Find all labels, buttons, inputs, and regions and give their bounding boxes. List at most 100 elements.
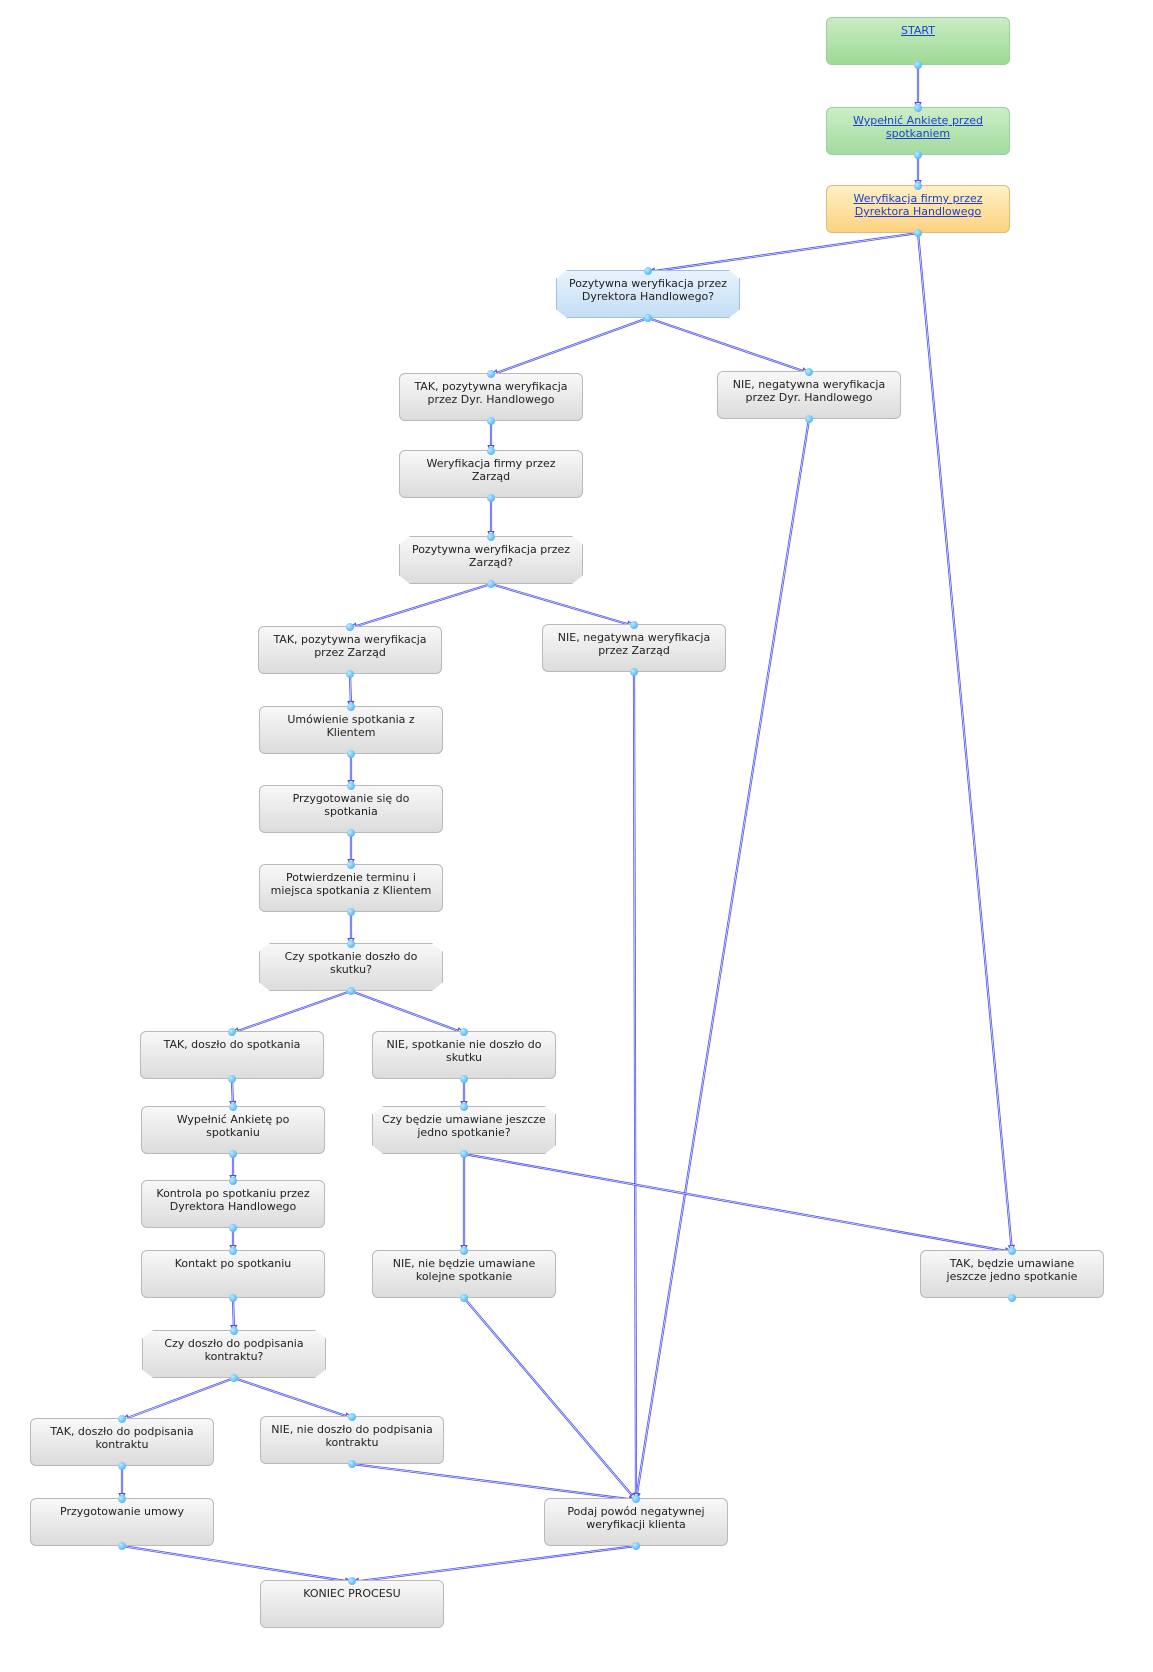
process-node-n28[interactable]: KONIEC PROCESU xyxy=(260,1580,444,1628)
port-in-n19[interactable] xyxy=(229,1177,237,1185)
port-out-n25[interactable] xyxy=(348,1460,356,1468)
port-in-n16[interactable] xyxy=(460,1028,468,1036)
edge-n26-n28[interactable] xyxy=(121,1544,354,1585)
port-out-n9[interactable] xyxy=(346,670,354,678)
port-out-n7[interactable] xyxy=(487,494,495,502)
edge-n23-n24[interactable] xyxy=(120,1376,235,1422)
process-node-n2[interactable]: Wypełnić Ankietę przed spotkaniem xyxy=(826,107,1010,155)
port-out-n16[interactable] xyxy=(460,1075,468,1083)
port-in-n23[interactable] xyxy=(230,1327,238,1335)
process-node-n12[interactable]: Przygotowanie się do spotkania xyxy=(259,785,443,833)
process-node-n22[interactable]: TAK, będzie umawiane jeszcze jedno spotk… xyxy=(920,1250,1104,1298)
decision-node-n18[interactable]: Czy będzie umawiane jeszcze jedno spotka… xyxy=(372,1106,556,1154)
port-out-n22[interactable] xyxy=(1008,1294,1016,1302)
process-node-n20[interactable]: Kontakt po spotkaniu xyxy=(141,1250,325,1298)
port-out-n10[interactable] xyxy=(630,668,638,676)
edge-n18-n21[interactable] xyxy=(460,1154,468,1254)
node-label[interactable]: Weryfikacja firmy przez Dyrektora Handlo… xyxy=(853,192,983,218)
port-in-n8[interactable] xyxy=(487,533,495,541)
port-out-n14[interactable] xyxy=(347,987,355,995)
decision-node-n14[interactable]: Czy spotkanie doszło do skutku? xyxy=(259,943,443,991)
process-node-n10[interactable]: NIE, negatywna weryfikacja przez Zarząd xyxy=(542,624,726,672)
port-in-n9[interactable] xyxy=(346,623,354,631)
edge-n3-n4[interactable] xyxy=(646,231,919,275)
port-in-n14[interactable] xyxy=(347,940,355,948)
port-out-n19[interactable] xyxy=(229,1224,237,1232)
port-in-n24[interactable] xyxy=(118,1415,126,1423)
process-node-n21[interactable]: NIE, nie będzie umawiane kolejne spotkan… xyxy=(372,1250,556,1298)
port-out-n4[interactable] xyxy=(644,314,652,322)
process-node-n9[interactable]: TAK, pozytywna weryfikacja przez Zarząd xyxy=(258,626,442,674)
port-out-n8[interactable] xyxy=(487,580,495,588)
port-in-n12[interactable] xyxy=(347,782,355,790)
edge-n8-n9[interactable] xyxy=(348,582,492,630)
port-out-n21[interactable] xyxy=(460,1294,468,1302)
edge-n14-n16[interactable] xyxy=(350,989,466,1035)
port-in-n6[interactable] xyxy=(805,368,813,376)
process-node-n5[interactable]: TAK, pozytywna weryfikacja przez Dyr. Ha… xyxy=(399,373,583,421)
edge-n25-n27[interactable] xyxy=(351,1462,638,1503)
edge-n23-n25[interactable] xyxy=(233,1376,354,1420)
decision-node-n4[interactable]: Pozytywna weryfikacja przez Dyrektora Ha… xyxy=(556,270,740,318)
port-out-n23[interactable] xyxy=(230,1374,238,1382)
port-out-n1[interactable] xyxy=(914,61,922,69)
port-out-n17[interactable] xyxy=(229,1150,237,1158)
port-in-n4[interactable] xyxy=(644,267,652,275)
edge-n21-n27[interactable] xyxy=(463,1297,637,1502)
edge-n18-n22[interactable] xyxy=(463,1152,1014,1255)
port-in-n26[interactable] xyxy=(118,1495,126,1503)
edge-n6-n27[interactable] xyxy=(633,418,811,1502)
port-in-n17[interactable] xyxy=(229,1103,237,1111)
port-in-n13[interactable] xyxy=(347,861,355,869)
process-node-n6[interactable]: NIE, negatywna weryfikacja przez Dyr. Ha… xyxy=(717,371,901,419)
port-out-n15[interactable] xyxy=(228,1075,236,1083)
port-out-n6[interactable] xyxy=(805,415,813,423)
process-node-n24[interactable]: TAK, doszło do podpisania kontraktu xyxy=(30,1418,214,1466)
node-label[interactable]: START xyxy=(901,24,935,37)
port-out-n13[interactable] xyxy=(347,908,355,916)
port-in-n21[interactable] xyxy=(460,1247,468,1255)
edge-n3-n22[interactable] xyxy=(916,232,1015,1254)
port-out-n24[interactable] xyxy=(118,1462,126,1470)
port-out-n11[interactable] xyxy=(347,750,355,758)
process-node-n7[interactable]: Weryfikacja firmy przez Zarząd xyxy=(399,450,583,498)
port-in-n28[interactable] xyxy=(348,1577,356,1585)
port-in-n27[interactable] xyxy=(632,1495,640,1503)
decision-node-n23[interactable]: Czy doszło do podpisania kontraktu? xyxy=(142,1330,326,1378)
process-node-n17[interactable]: Wypełnić Ankietę po spotkaniu xyxy=(141,1106,325,1154)
process-node-n11[interactable]: Umówienie spotkania z Klientem xyxy=(259,706,443,754)
port-out-n3[interactable] xyxy=(914,229,922,237)
port-out-n2[interactable] xyxy=(914,151,922,159)
port-out-n20[interactable] xyxy=(229,1294,237,1302)
port-in-n7[interactable] xyxy=(487,447,495,455)
process-node-n15[interactable]: TAK, doszło do spotkania xyxy=(140,1031,324,1079)
port-in-n22[interactable] xyxy=(1008,1247,1016,1255)
port-in-n5[interactable] xyxy=(487,370,495,378)
port-in-n2[interactable] xyxy=(914,104,922,112)
port-in-n20[interactable] xyxy=(229,1247,237,1255)
port-in-n3[interactable] xyxy=(914,182,922,190)
port-out-n12[interactable] xyxy=(347,829,355,837)
process-node-n3[interactable]: Weryfikacja firmy przez Dyrektora Handlo… xyxy=(826,185,1010,233)
process-node-n19[interactable]: Kontrola po spotkaniu przez Dyrektora Ha… xyxy=(141,1180,325,1228)
port-in-n25[interactable] xyxy=(348,1413,356,1421)
edge-n14-n15[interactable] xyxy=(230,989,352,1035)
edge-n10-n27[interactable] xyxy=(632,671,640,1502)
edge-n27-n28[interactable] xyxy=(350,1544,637,1585)
port-in-n15[interactable] xyxy=(228,1028,236,1036)
edge-n4-n6[interactable] xyxy=(647,316,811,375)
edge-n8-n10[interactable] xyxy=(490,582,636,628)
port-in-n11[interactable] xyxy=(347,703,355,711)
edge-n4-n5[interactable] xyxy=(489,316,649,377)
process-node-n26[interactable]: Przygotowanie umowy xyxy=(30,1498,214,1546)
process-node-n13[interactable]: Potwierdzenie terminu i miejsca spotkani… xyxy=(259,864,443,912)
process-node-n16[interactable]: NIE, spotkanie nie doszło do skutku xyxy=(372,1031,556,1079)
port-in-n18[interactable] xyxy=(460,1103,468,1111)
port-out-n27[interactable] xyxy=(632,1542,640,1550)
port-out-n5[interactable] xyxy=(487,417,495,425)
port-in-n10[interactable] xyxy=(630,621,638,629)
process-node-n27[interactable]: Podaj powód negatywnej weryfikacji klien… xyxy=(544,1498,728,1546)
port-out-n26[interactable] xyxy=(118,1542,126,1550)
edge-n7-n8[interactable] xyxy=(487,498,495,540)
decision-node-n8[interactable]: Pozytywna weryfikacja przez Zarząd? xyxy=(399,536,583,584)
